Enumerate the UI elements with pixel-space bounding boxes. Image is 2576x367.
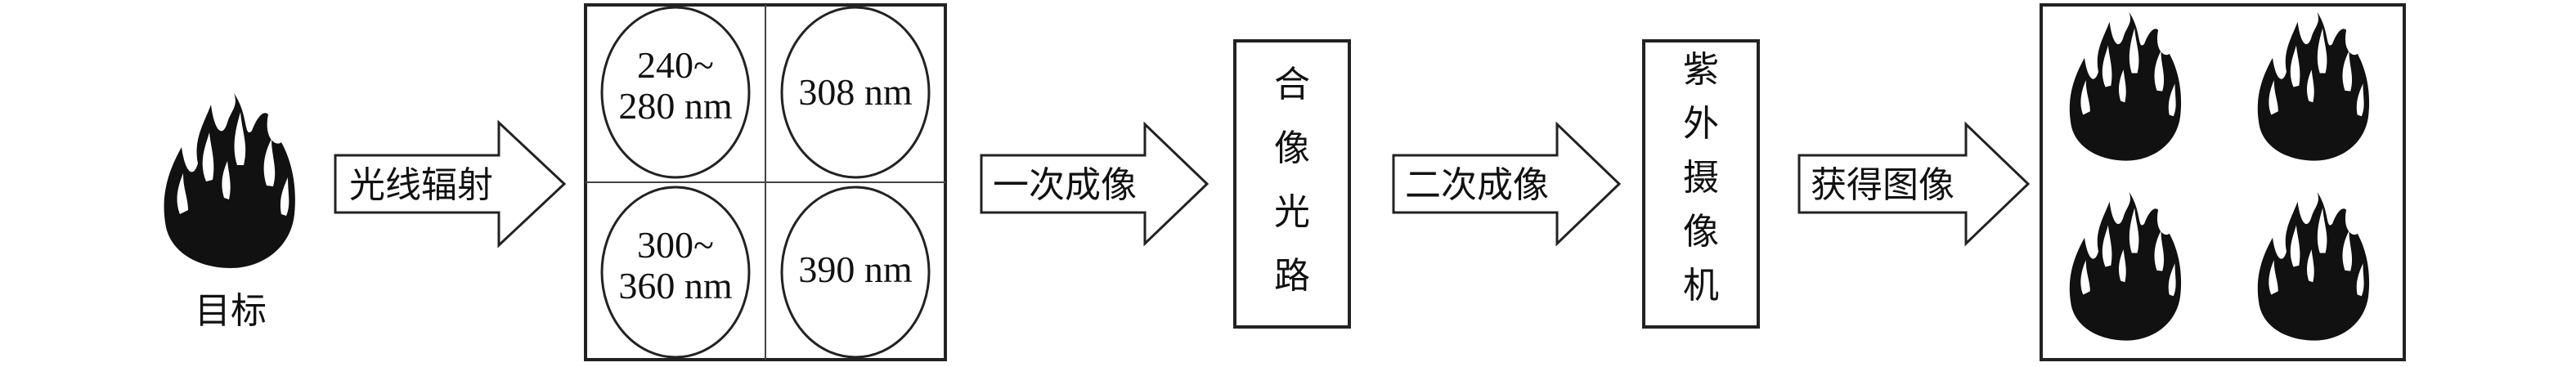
result-image-box bbox=[2040, 3, 2406, 361]
target-label: 目标 bbox=[195, 290, 267, 332]
camera-char: 像 bbox=[1683, 211, 1719, 253]
camera-char: 外 bbox=[1683, 103, 1719, 145]
arrow-label: 光线辐射 bbox=[349, 164, 493, 206]
filter-label: 390 nm bbox=[798, 248, 913, 290]
optics-char: 合 bbox=[1274, 64, 1310, 105]
arrow-first-imaging: 一次成像 bbox=[980, 121, 1209, 247]
fire-icon bbox=[164, 93, 295, 268]
filter-label: 308 nm bbox=[798, 71, 913, 113]
filter-label: 300~ bbox=[637, 224, 714, 266]
uv-camera-box: 紫 外 摄 像 机 bbox=[1642, 39, 1760, 329]
arrow-label: 一次成像 bbox=[993, 164, 1137, 206]
arrow-label: 二次成像 bbox=[1405, 164, 1549, 206]
arrow-second-imaging: 二次成像 bbox=[1392, 121, 1622, 247]
optics-box: 合 像 光 路 bbox=[1233, 39, 1351, 329]
filter-box: 240~ 280 nm 308 nm 300~ 360 nm 390 nm bbox=[584, 3, 947, 361]
filter-label: 280 nm bbox=[618, 85, 733, 127]
optics-char: 路 bbox=[1274, 255, 1310, 297]
arrow-obtain-image: 获得图像 bbox=[1797, 121, 2031, 247]
filter-label: 240~ bbox=[637, 44, 714, 86]
camera-char: 紫 bbox=[1683, 49, 1719, 91]
arrow-label: 获得图像 bbox=[1811, 164, 1954, 206]
optics-char: 像 bbox=[1274, 128, 1310, 169]
arrow-light-radiation: 光线辐射 bbox=[334, 119, 567, 248]
camera-char: 机 bbox=[1683, 265, 1719, 307]
filter-label: 360 nm bbox=[618, 265, 733, 307]
optics-char: 光 bbox=[1274, 191, 1310, 233]
camera-char: 摄 bbox=[1683, 157, 1719, 199]
